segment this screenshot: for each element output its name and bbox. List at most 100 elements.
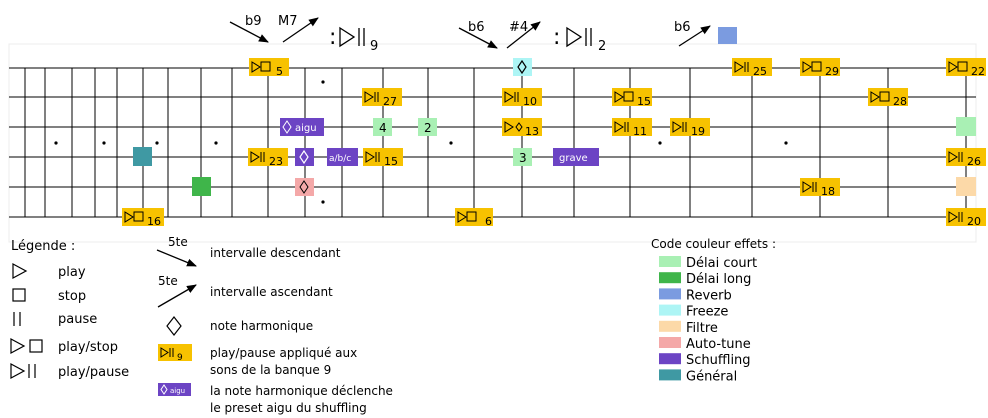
interval-label-b9: b9	[245, 14, 262, 29]
play-stop-tag: 22	[946, 58, 986, 78]
shuffling-grave-label: grave	[559, 153, 588, 164]
legend-title: Légende :	[11, 239, 75, 254]
bank-prefix: :	[553, 25, 560, 50]
descending-arrow	[229, 21, 269, 43]
play-pause-icon	[10, 362, 36, 380]
play-stop-tag: 16	[122, 208, 164, 228]
svg-text:5: 5	[276, 65, 283, 78]
fret-dots	[54, 80, 788, 204]
short-delay-label-2: 2	[424, 121, 432, 135]
interval-label-b6: b6	[468, 20, 485, 35]
color-label: Freeze	[686, 305, 728, 320]
ascending-arrow	[506, 21, 541, 49]
stop-icon	[12, 288, 26, 302]
play-pause-tag: 10	[502, 88, 542, 108]
play-pause-tag: 26	[946, 148, 986, 168]
interval-label-m7: M7	[278, 14, 298, 29]
shuffling-aigu-box	[280, 118, 324, 136]
svg-text:29: 29	[825, 65, 839, 78]
harmonic-icon	[299, 149, 309, 165]
svg-text:6: 6	[485, 215, 492, 228]
legend-preset-1: la note harmonique déclenche	[210, 384, 393, 398]
play-pause-tag: 23	[248, 148, 288, 168]
short-delay-box-2	[418, 118, 437, 136]
interval-label-b6: b6	[674, 20, 691, 35]
short-delay-box-4	[373, 118, 392, 136]
legend-playpause: play/pause	[58, 365, 129, 380]
play-pause-tag: 20	[946, 208, 986, 228]
color-label: Reverb	[686, 288, 732, 303]
legend-bank-2: sons de la banque 9	[210, 363, 331, 377]
play-pause-tag: 19	[670, 118, 710, 138]
legend-playstop: play/stop	[58, 340, 118, 355]
svg-text:26: 26	[967, 155, 981, 168]
reverb-marker	[718, 27, 737, 44]
play-pause-tag: 11	[612, 118, 652, 138]
fret-dot	[658, 141, 662, 145]
svg-text:13: 13	[525, 125, 539, 138]
color-label: Délai long	[686, 272, 751, 287]
color-label: Délai court	[686, 256, 757, 271]
play-stop-tag: 6	[455, 208, 493, 228]
ascending-arrow	[282, 17, 319, 43]
svg-text:10: 10	[523, 95, 537, 108]
color-swatch	[659, 272, 681, 284]
descending-arrow	[458, 27, 498, 49]
svg-text:19: 19	[691, 125, 705, 138]
fret-dot	[155, 141, 159, 145]
color-swatch	[659, 288, 681, 300]
legend-desc: intervalle descendant	[210, 246, 341, 260]
descending-arrow-icon	[156, 249, 197, 267]
legend-pause: pause	[58, 312, 97, 327]
shuffling-abc-label: a/b/c	[329, 154, 351, 164]
play-stop-icon	[10, 337, 43, 355]
svg-text:27: 27	[383, 95, 397, 108]
play-harmonic-tag: 13	[502, 118, 542, 138]
sound-tags: 5 16 23 27	[122, 58, 986, 228]
ascending-arrow	[678, 25, 711, 47]
svg-text:25: 25	[753, 65, 767, 78]
fifth-label-asc: 5te	[158, 274, 178, 288]
effect-boxes: aigu a/b/c 4 2 3 grave	[133, 58, 976, 196]
freeze-harmonic-box	[513, 58, 532, 76]
shuffling-aigu-label: aigu	[295, 123, 317, 134]
interval-label-sharp4: #4	[509, 20, 528, 35]
bank-number: 9	[370, 39, 378, 54]
short-delay-label-4: 4	[379, 121, 387, 135]
ascending-arrow-icon	[157, 284, 197, 308]
color-label: Filtre	[686, 321, 718, 336]
play-pause-icon	[339, 26, 365, 48]
color-label: Auto-tune	[686, 337, 751, 352]
general-box	[133, 147, 152, 166]
color-swatch	[659, 304, 681, 316]
shuffling-sample-tag: aigu	[158, 383, 191, 396]
color-label: Schuffling	[686, 353, 751, 368]
color-code-title: Code couleur effets :	[651, 237, 776, 251]
fret-dot	[321, 80, 325, 84]
play-icon	[12, 262, 28, 280]
legend-asc: intervalle ascendant	[210, 285, 333, 299]
shuffling-grave-box	[553, 148, 599, 166]
short-delay-label-3: 3	[519, 151, 527, 165]
legend-preset-2: le preset aigu du shuffling	[210, 401, 367, 415]
harmonic-icon	[166, 316, 182, 336]
svg-text:15: 15	[637, 95, 651, 108]
color-swatch	[659, 320, 681, 332]
play-pause-icon	[566, 26, 592, 48]
svg-text:18: 18	[821, 185, 835, 198]
long-delay-box	[192, 177, 211, 196]
legend-harmonic: note harmonique	[210, 319, 313, 333]
play-pause-tag: 18	[800, 178, 840, 198]
fret-dot	[214, 141, 218, 145]
fret-dot	[54, 141, 58, 145]
svg-text:11: 11	[633, 125, 647, 138]
bank-sample-number: 9	[177, 353, 183, 363]
pause-icon	[13, 312, 21, 326]
svg-text:22: 22	[971, 65, 985, 78]
play-stop-tag: 29	[800, 58, 840, 78]
autotune-harmonic-box	[295, 178, 314, 196]
legend: Légende : play stop pause play/stop play…	[10, 235, 393, 415]
harmonic-icon	[299, 180, 309, 194]
